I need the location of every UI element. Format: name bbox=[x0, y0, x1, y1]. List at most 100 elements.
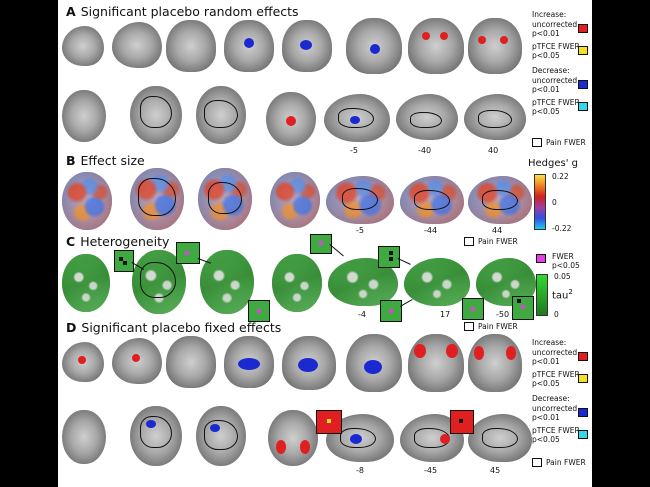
brain-slice bbox=[408, 18, 464, 74]
slice-label: -5 bbox=[356, 226, 364, 235]
zoom-inset bbox=[176, 242, 200, 264]
pain-fwer-swatch bbox=[532, 458, 542, 467]
brain-slice bbox=[130, 168, 184, 230]
brain-slice bbox=[270, 172, 320, 228]
legend-dec-ptfce-label: pTFCE FWER p<0.05 bbox=[532, 426, 580, 444]
slice-label: 40 bbox=[488, 146, 499, 155]
pain-fwer-swatch-2 bbox=[464, 322, 474, 331]
legend-increase-header: Increase: bbox=[532, 10, 567, 19]
slice-label: 17 bbox=[440, 310, 451, 319]
brain-slice bbox=[62, 90, 106, 142]
brain-slice bbox=[468, 18, 522, 74]
zoom-inset bbox=[462, 298, 484, 320]
brain-slice bbox=[324, 94, 390, 142]
zoom-inset bbox=[310, 234, 332, 254]
dec-ptfce-swatch bbox=[578, 102, 588, 111]
brain-slice bbox=[468, 176, 532, 224]
legend-pain-label: Pain FWER bbox=[546, 138, 586, 147]
brain-slice bbox=[200, 250, 254, 314]
zoom-inset bbox=[114, 250, 134, 272]
fwer-swatch bbox=[536, 254, 546, 263]
colorbar-title: Hedges' g bbox=[528, 158, 579, 169]
tau-colorbar bbox=[536, 274, 548, 316]
brain-slice bbox=[468, 414, 532, 462]
legend-inc-ptfce-label: pTFCE FWER p<0.05 bbox=[532, 42, 580, 60]
slice-label: -50 bbox=[496, 310, 510, 319]
legend-pain-label-2: Pain FWER bbox=[478, 322, 518, 331]
brain-slice bbox=[396, 94, 458, 140]
slice-label: -40 bbox=[418, 146, 432, 155]
colorbar-title: tau2 bbox=[552, 288, 573, 302]
dec-uncorr-swatch bbox=[578, 80, 588, 89]
brain-slice bbox=[266, 92, 316, 146]
colorbar-min: -0.22 bbox=[552, 224, 572, 233]
brain-slice bbox=[198, 168, 252, 230]
inc-uncorr-swatch bbox=[578, 24, 588, 33]
slice-label: 44 bbox=[492, 226, 503, 235]
legend-decrease-header: Decrease: bbox=[532, 394, 570, 403]
pain-fwer-swatch bbox=[464, 237, 474, 246]
legend-inc-uncorr-label: uncorrected p<0.01 bbox=[532, 348, 578, 366]
brain-slice bbox=[282, 336, 336, 390]
brain-slice bbox=[62, 26, 104, 66]
legend-fwer-label: FWER p<0.05 bbox=[552, 252, 580, 270]
dec-uncorr-swatch bbox=[578, 408, 588, 417]
brain-slice bbox=[166, 336, 216, 388]
brain-slice bbox=[130, 406, 182, 466]
zoom-inset bbox=[512, 296, 534, 320]
brain-slice bbox=[112, 338, 162, 384]
zoom-inset bbox=[450, 410, 474, 434]
legend-dec-uncorr-label: uncorrected p<0.01 bbox=[532, 404, 578, 422]
brain-slice bbox=[62, 254, 110, 312]
brain-slice bbox=[62, 172, 112, 230]
brain-slice bbox=[404, 258, 470, 306]
zoom-inset bbox=[316, 410, 342, 434]
brain-slice bbox=[224, 336, 274, 388]
brain-slice bbox=[464, 94, 526, 140]
brain-slice bbox=[166, 20, 216, 72]
legend-inc-uncorr-label: uncorrected p<0.01 bbox=[532, 20, 578, 38]
slice-label: -4 bbox=[358, 310, 366, 319]
colorbar-max: 0.05 bbox=[554, 272, 571, 281]
colorbar-mid: 0 bbox=[552, 198, 557, 207]
legend-increase-header: Increase: bbox=[532, 338, 567, 347]
slice-label: 45 bbox=[490, 466, 501, 475]
legend-dec-uncorr-label: uncorrected p<0.01 bbox=[532, 76, 578, 94]
brain-slice bbox=[196, 86, 246, 144]
brain-slice bbox=[326, 176, 394, 224]
brain-slice bbox=[272, 254, 322, 312]
legend-decrease-header: Decrease: bbox=[532, 66, 570, 75]
legend-inc-ptfce-label: pTFCE FWER p<0.05 bbox=[532, 370, 580, 388]
brain-slice bbox=[62, 342, 104, 382]
hedges-colorbar bbox=[534, 174, 546, 230]
legend-pain-label: Pain FWER bbox=[546, 458, 586, 467]
legend-pain-label: Pain FWER bbox=[478, 237, 518, 246]
brain-slice bbox=[346, 18, 402, 74]
slice-label: -8 bbox=[356, 466, 364, 475]
slice-label: -44 bbox=[424, 226, 438, 235]
colorbar-max: 0.22 bbox=[552, 172, 569, 181]
slice-label: -5 bbox=[350, 146, 358, 155]
brain-slice bbox=[196, 406, 246, 466]
legend-dec-ptfce-label: pTFCE FWER p<0.05 bbox=[532, 98, 580, 116]
inc-uncorr-swatch bbox=[578, 352, 588, 361]
colorbar-min: 0 bbox=[554, 310, 559, 319]
brain-slice bbox=[400, 176, 464, 224]
slice-label: -45 bbox=[424, 466, 438, 475]
zoom-inset bbox=[248, 300, 270, 322]
brain-slice bbox=[130, 86, 182, 144]
brain-slice bbox=[224, 20, 274, 72]
brain-slice bbox=[282, 20, 332, 72]
inc-ptfce-swatch bbox=[578, 374, 588, 383]
zoom-inset bbox=[378, 246, 400, 268]
dec-ptfce-swatch bbox=[578, 430, 588, 439]
brain-slice bbox=[112, 22, 162, 68]
inc-ptfce-swatch bbox=[578, 46, 588, 55]
brain-slice bbox=[468, 334, 522, 392]
